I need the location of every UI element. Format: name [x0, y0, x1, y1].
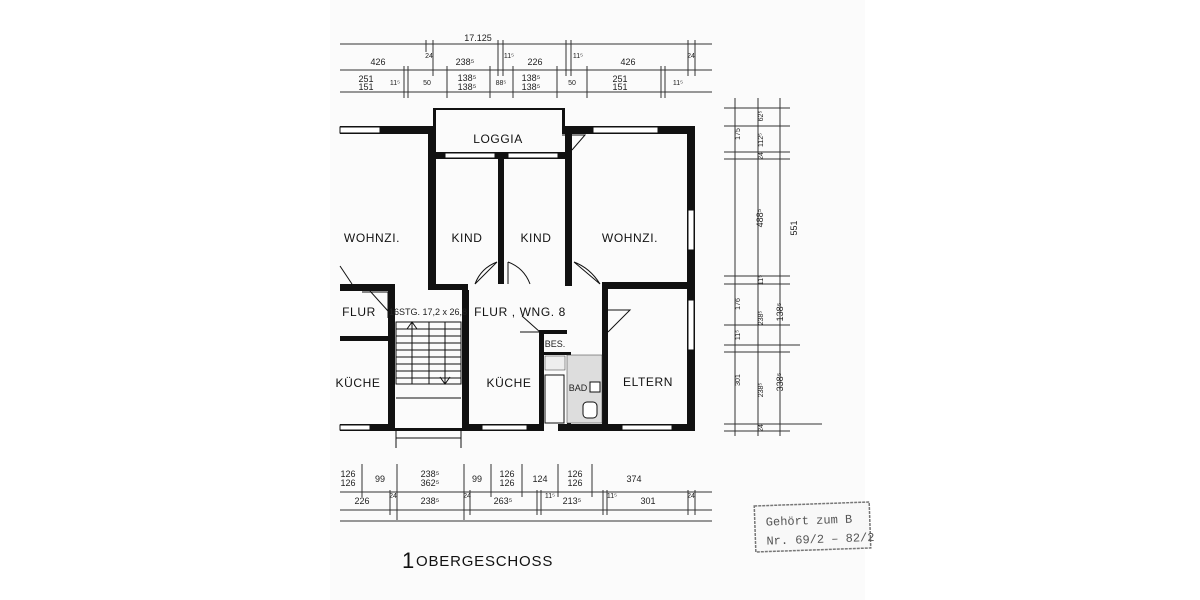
dim-label: 24: [758, 424, 765, 432]
dim-label: 138⁵: [522, 73, 541, 83]
dim-label: 88⁵: [496, 80, 507, 87]
dim-label: 374: [626, 474, 641, 484]
dim-label: 301: [735, 374, 742, 386]
dim-label: 238⁵: [758, 311, 765, 326]
room-label-kind-2: KIND: [520, 231, 551, 245]
dim-label: 99: [472, 474, 482, 484]
tile-area: [544, 355, 566, 371]
dim-label: 238⁵: [421, 469, 440, 479]
dim-label: 24: [687, 493, 695, 500]
dim-label: 126: [567, 469, 582, 479]
dim-label: 11⁵: [545, 493, 555, 500]
dim-label: 226: [354, 496, 369, 506]
floor-title-number: 1: [402, 548, 415, 573]
dim-overall-width: 17.125: [464, 33, 492, 43]
toilet: [582, 401, 598, 419]
dim-label: 126: [567, 478, 582, 488]
dim-label: 11⁵: [390, 80, 400, 87]
room-label-flur-center: FLUR , WNG. 8: [474, 305, 566, 319]
room-label-bad: BAD: [569, 383, 588, 393]
dim-label: 11⁵: [573, 53, 583, 60]
room-label-staircase: 16STG. 17,2 x 26,8: [389, 307, 467, 317]
dim-label: 11⁵: [504, 53, 514, 60]
dim-label: 488⁵: [755, 208, 765, 227]
dim-label: 213⁵: [563, 496, 582, 506]
dim-label: 126: [499, 469, 514, 479]
dim-label: 362⁵: [421, 478, 440, 488]
dim-label: 126: [340, 478, 355, 488]
floor-title: 1 OBERGESCHOSS: [402, 548, 553, 573]
dim-label: 124: [532, 474, 547, 484]
dim-label: 11⁵: [673, 80, 683, 87]
floor-title-text: OBERGESCHOSS: [416, 553, 553, 570]
dim-label: 175: [735, 128, 742, 140]
dim-label: 24: [389, 493, 397, 500]
room-label-wohnzimmer-left: WOHNZI.: [344, 231, 400, 245]
bottom-dimension-chains: [340, 464, 712, 522]
dim-label: 151: [358, 82, 373, 92]
dim-label: 551: [789, 220, 799, 235]
room-label-flur-left: FLUR: [342, 305, 376, 319]
dim-label: 24: [758, 152, 765, 160]
dim-label: 138⁵: [458, 73, 477, 83]
dim-label: 24: [687, 53, 695, 60]
top-dimension-row-2: 251 11⁵ 50 138⁵ 88⁵ 138⁵ 50 251 11⁵ 151 …: [358, 73, 683, 92]
bottom-dimension-row-1: 126 99 238⁵ 99 126 124 126 374 126 362⁵ …: [340, 469, 641, 488]
paper-background: [330, 0, 865, 600]
dim-label: 24: [425, 53, 433, 60]
windows: [339, 126, 695, 431]
right-dimension-labels: 551 138⁵ 338⁵ 175 112⁵ 62⁵ 24 488⁵ 11⁵ 1…: [735, 111, 799, 432]
room-labels: LOGGIA WOHNZI. KIND KIND WOHNZI. FLUR 16…: [335, 132, 673, 393]
dim-label: 176: [735, 298, 742, 310]
dim-label: 238⁵: [421, 496, 440, 506]
room-label-kind-1: KIND: [451, 231, 482, 245]
dim-label: 263⁵: [494, 496, 513, 506]
door-swings: [339, 134, 632, 333]
staircase: [395, 321, 462, 448]
dim-label: 11⁵: [758, 275, 765, 285]
room-label-kueche-left: KÜCHE: [335, 376, 380, 390]
dim-label: 24: [463, 493, 471, 500]
dim-label: 99: [375, 474, 385, 484]
dim-label: 138⁵: [775, 302, 785, 321]
bottom-dimension-row-2: 226 24 238⁵ 24 263⁵ 11⁵ 213⁵ 11⁵ 301 24: [354, 493, 695, 506]
top-dimension-chains: [340, 40, 712, 98]
dim-label: 251: [612, 74, 627, 84]
dim-label: 11⁵: [735, 330, 742, 340]
dim-label: 50: [568, 80, 576, 87]
dim-label: 126: [340, 469, 355, 479]
right-dimension-chains: [724, 98, 822, 436]
dim-label: 11⁵: [607, 493, 617, 500]
dim-label: 426: [620, 57, 635, 67]
sink: [589, 381, 601, 393]
dim-label: 112⁵: [758, 133, 765, 147]
bathroom-fixtures: [544, 354, 603, 424]
dim-label: 251: [358, 74, 373, 84]
bathtub: [544, 374, 565, 424]
room-label-wohnzimmer-right: WOHNZI.: [602, 231, 658, 245]
room-label-besenkammer: BES.: [545, 339, 566, 349]
dim-label: 226: [527, 57, 542, 67]
dim-label: 151: [612, 82, 627, 92]
dim-label: 238⁵: [456, 57, 475, 67]
top-dimension-row-1: 426 24 238⁵ 11⁵ 226 11⁵ 426 24: [370, 53, 695, 67]
stamp-line-2: Nr. 69/2 – 82/2: [766, 531, 874, 549]
room-label-loggia: LOGGIA: [473, 132, 523, 146]
dim-label: 138⁵: [458, 82, 477, 92]
stamp-line-1: Gehört zum B: [766, 513, 853, 530]
dim-label: 238⁵: [758, 383, 765, 398]
dim-label: 50: [423, 80, 431, 87]
room-label-eltern: ELTERN: [623, 375, 673, 389]
dim-label: 138⁵: [522, 82, 541, 92]
dim-label: 301: [640, 496, 655, 506]
dim-label: 426: [370, 57, 385, 67]
ownership-stamp: Gehört zum B Nr. 69/2 – 82/2: [753, 501, 875, 553]
dim-label: 126: [499, 478, 514, 488]
dim-label: 62⁵: [758, 111, 765, 122]
room-label-kueche-center: KÜCHE: [486, 376, 531, 390]
dim-label: 338⁵: [775, 372, 785, 391]
